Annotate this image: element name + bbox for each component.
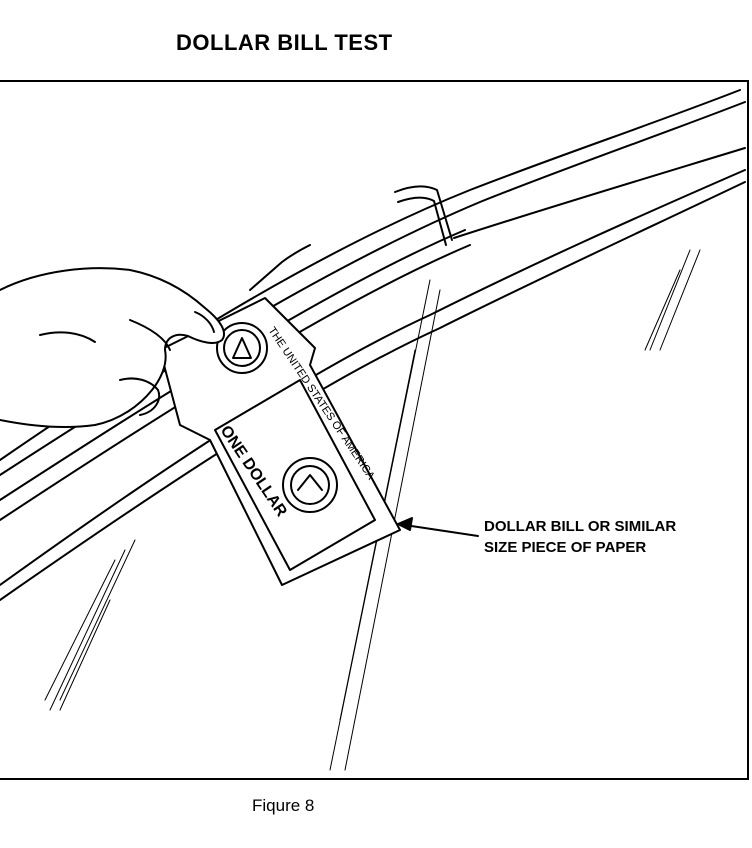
dollar-bill-illustration: THE UNITED STATES OF AMERICA ONE DOLLAR <box>0 89 746 771</box>
figure-title: DOLLAR BILL TEST <box>176 30 393 55</box>
illustration-frame <box>0 80 749 780</box>
callout-line-2: SIZE PIECE OF PAPER <box>484 539 647 556</box>
callout-line-1: DOLLAR BILL OR SIMILAR <box>484 518 677 535</box>
figure-caption: Fiqure 8 <box>252 796 315 815</box>
hand-shape <box>0 267 225 429</box>
dollar-bill-shape <box>159 297 401 586</box>
callout-arrow <box>397 517 479 537</box>
dollar-bill-callout: DOLLAR BILL OR SIMILAR SIZE PIECE OF PAP… <box>484 516 676 558</box>
